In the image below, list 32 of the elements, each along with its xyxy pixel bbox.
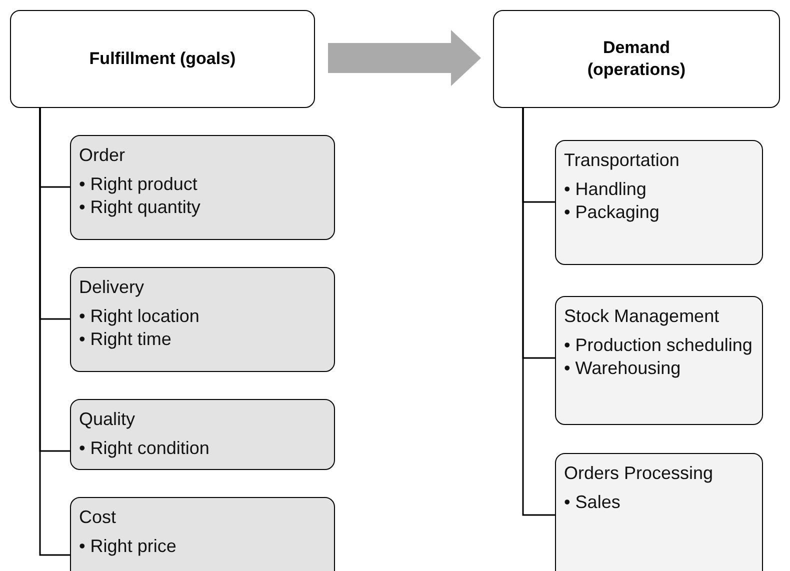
item-card [555, 453, 763, 571]
item-card [70, 399, 335, 470]
bullet-text: • Sales [564, 491, 622, 514]
card-heading: Delivery [79, 276, 146, 299]
bullet-text: • Right price [79, 535, 178, 558]
category-box [10, 10, 315, 108]
bullet-text: • Production scheduling [564, 334, 754, 357]
category-box [493, 10, 780, 108]
block-arrow [328, 30, 481, 86]
category-title: Fulfillment (goals) [89, 48, 236, 70]
card-heading: Quality [79, 408, 136, 431]
card-heading: Transportation [564, 149, 680, 172]
bullet-text: • Right condition [79, 437, 210, 460]
card-heading: Order [79, 144, 126, 167]
item-card [555, 296, 763, 425]
category-title: Demand (operations) [586, 37, 687, 81]
item-card [70, 135, 335, 240]
bullet-text: • Handling [564, 178, 648, 201]
item-card [555, 140, 763, 265]
card-heading: Cost [79, 506, 118, 529]
item-card [70, 267, 335, 372]
bullet-text: • Right quantity [79, 196, 202, 219]
card-heading: Orders Processing [564, 462, 714, 485]
bullet-text: • Right product [79, 173, 198, 196]
connector-line [522, 108, 555, 516]
card-heading: Stock Management [564, 305, 720, 328]
bullet-text: • Right time [79, 328, 172, 351]
bullet-text: • Packaging [564, 201, 660, 224]
item-card [70, 497, 335, 571]
connector-line [39, 108, 70, 556]
bullet-text: • Warehousing [564, 357, 682, 380]
bullet-text: • Right location [79, 305, 200, 328]
